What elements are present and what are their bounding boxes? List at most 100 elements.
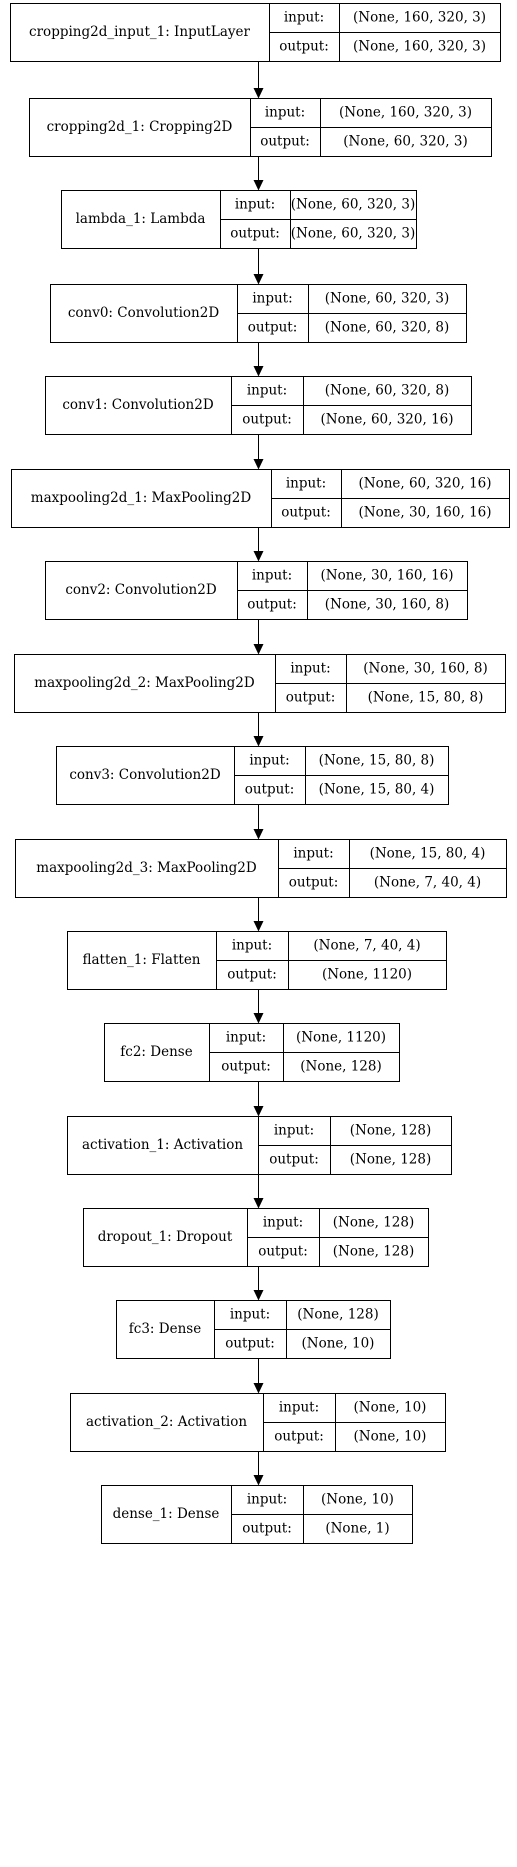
edge-arrowhead <box>253 829 264 840</box>
input-label: input: <box>274 1123 314 1139</box>
output-shape: (None, 60, 320, 3) <box>343 134 467 150</box>
edge-arrow <box>253 249 264 285</box>
edge-arrowhead <box>253 1013 264 1024</box>
input-shape: (None, 128) <box>350 1123 432 1139</box>
edge-arrowhead <box>253 180 264 191</box>
input-shape: (None, 1120) <box>296 1030 386 1046</box>
layer-node: conv0: Convolution2D input: output: (None, … <box>50 284 467 343</box>
output-shape: (None, 15, 80, 4) <box>319 782 435 798</box>
output-shape: (None, 1) <box>325 1521 389 1537</box>
edge-arrow <box>253 528 264 562</box>
output-shape: (None, 60, 320, 8) <box>325 320 449 336</box>
output-shape: (None, 10) <box>354 1429 427 1445</box>
output-label: output: <box>242 412 292 428</box>
input-shape: (None, 30, 160, 8) <box>363 661 487 677</box>
output-shape: (None, 7, 40, 4) <box>374 875 481 891</box>
output-label: output: <box>245 782 295 798</box>
layer-name: maxpooling2d_1: MaxPooling2D <box>31 490 252 506</box>
edge-arrowhead <box>253 1106 264 1117</box>
layer-node: maxpooling2d_2: MaxPooling2Dinput:output… <box>14 654 506 713</box>
input-shape: (None, 160, 320, 3) <box>353 10 486 26</box>
edge-arrow <box>253 62 264 99</box>
output-shape: (None, 160, 320, 3) <box>353 39 486 55</box>
layer-node: conv2: Convolution2D input: output: (None, … <box>45 561 468 620</box>
edge-arrowhead <box>253 1383 264 1394</box>
output-label: output: <box>247 597 297 613</box>
nodes-layer: cropping2d_input_1: InputLayer input: outp… <box>10 3 510 1544</box>
layer-name: conv3: Convolution2D <box>69 767 221 783</box>
edge-arrow <box>253 1082 264 1117</box>
layer-name: maxpooling2d_3: MaxPooling2D <box>36 860 257 876</box>
input-label: input: <box>286 476 326 492</box>
edge-arrow <box>253 620 264 655</box>
output-shape: (None, 60, 320, 16) <box>320 412 453 428</box>
edge-arrowhead <box>253 1198 264 1209</box>
input-shape: (None, 160, 320, 3) <box>339 105 472 121</box>
input-shape: (None, 10) <box>321 1492 394 1508</box>
edge-arrowhead <box>253 1475 264 1486</box>
input-label: input: <box>252 291 292 307</box>
output-label: output: <box>286 690 336 706</box>
output-label: output: <box>242 1521 292 1537</box>
input-label: input: <box>293 846 333 862</box>
layer-node: activation_1: Activation input: output: (No… <box>67 1116 452 1175</box>
output-shape: (None, 128) <box>350 1152 432 1168</box>
layer-name: activation_1: Activation <box>82 1137 243 1153</box>
input-label: input: <box>232 938 272 954</box>
output-label: output: <box>221 1059 271 1075</box>
edge-arrow <box>253 1452 264 1486</box>
layer-name: conv0: Convolution2D <box>68 305 220 321</box>
output-label: output: <box>225 1336 275 1352</box>
layer-name: cropping2d_1: Cropping2D <box>47 119 233 135</box>
input-shape: (None, 30, 160, 16) <box>320 568 453 584</box>
input-label: input: <box>263 1215 303 1231</box>
edge-arrowhead <box>253 88 264 99</box>
edge-arrow <box>253 713 264 747</box>
input-shape: (None, 15, 80, 4) <box>370 846 486 862</box>
edge-arrowhead <box>253 921 264 932</box>
input-shape: (None, 60, 320, 3) <box>291 197 415 213</box>
output-label: output: <box>289 875 339 891</box>
layer-node: conv1: Convolution2Dinput:output:(None, … <box>45 376 472 435</box>
input-label: input: <box>265 105 305 121</box>
edge-arrowhead <box>253 551 264 562</box>
output-label: output: <box>281 505 331 521</box>
output-label: output: <box>279 39 329 55</box>
output-shape: (None, 15, 80, 8) <box>368 690 484 706</box>
edge-arrowhead <box>253 274 264 285</box>
layer-node: cropping2d_1: Cropping2Dinput:output:(No… <box>29 98 492 157</box>
layer-name: fc3: Dense <box>129 1321 201 1337</box>
layer-node: maxpooling2d_3: MaxPooling2D input: output… <box>15 839 507 898</box>
input-shape: (None, 60, 320, 16) <box>358 476 491 492</box>
layer-name: conv1: Convolution2D <box>62 397 214 413</box>
output-shape: (None, 60, 320, 3) <box>291 226 415 242</box>
layer-name: conv2: Convolution2D <box>65 582 217 598</box>
layer-name: cropping2d_input_1: InputLayer <box>29 24 250 40</box>
output-label: output: <box>230 226 280 242</box>
input-shape: (None, 60, 320, 3) <box>325 291 449 307</box>
layer-name: activation_2: Activation <box>86 1414 247 1430</box>
edge-arrow <box>253 343 264 377</box>
edge-arrow <box>253 990 264 1024</box>
edges-layer <box>253 62 264 1486</box>
input-label: input: <box>284 10 324 26</box>
output-shape: (None, 128) <box>300 1059 382 1075</box>
input-shape: (None, 10) <box>354 1400 427 1416</box>
layer-node: maxpooling2d_1: MaxPooling2D input: output… <box>11 469 510 528</box>
output-shape: (None, 30, 160, 8) <box>325 597 449 613</box>
output-shape: (None, 1120) <box>322 967 412 983</box>
layer-name: dense_1: Dense <box>113 1506 220 1522</box>
input-label: input: <box>249 753 289 769</box>
edge-arrow <box>253 1359 264 1394</box>
edge-arrow <box>253 1175 264 1209</box>
output-label: output: <box>248 320 298 336</box>
input-shape: (None, 128) <box>297 1307 379 1323</box>
layer-node: activation_2: Activationinput:output:(No… <box>70 1393 446 1452</box>
input-label: input: <box>252 568 292 584</box>
edge-arrowhead <box>253 459 264 470</box>
layer-name: flatten_1: Flatten <box>82 952 200 968</box>
output-label: output: <box>269 1152 319 1168</box>
edge-arrow <box>253 805 264 840</box>
